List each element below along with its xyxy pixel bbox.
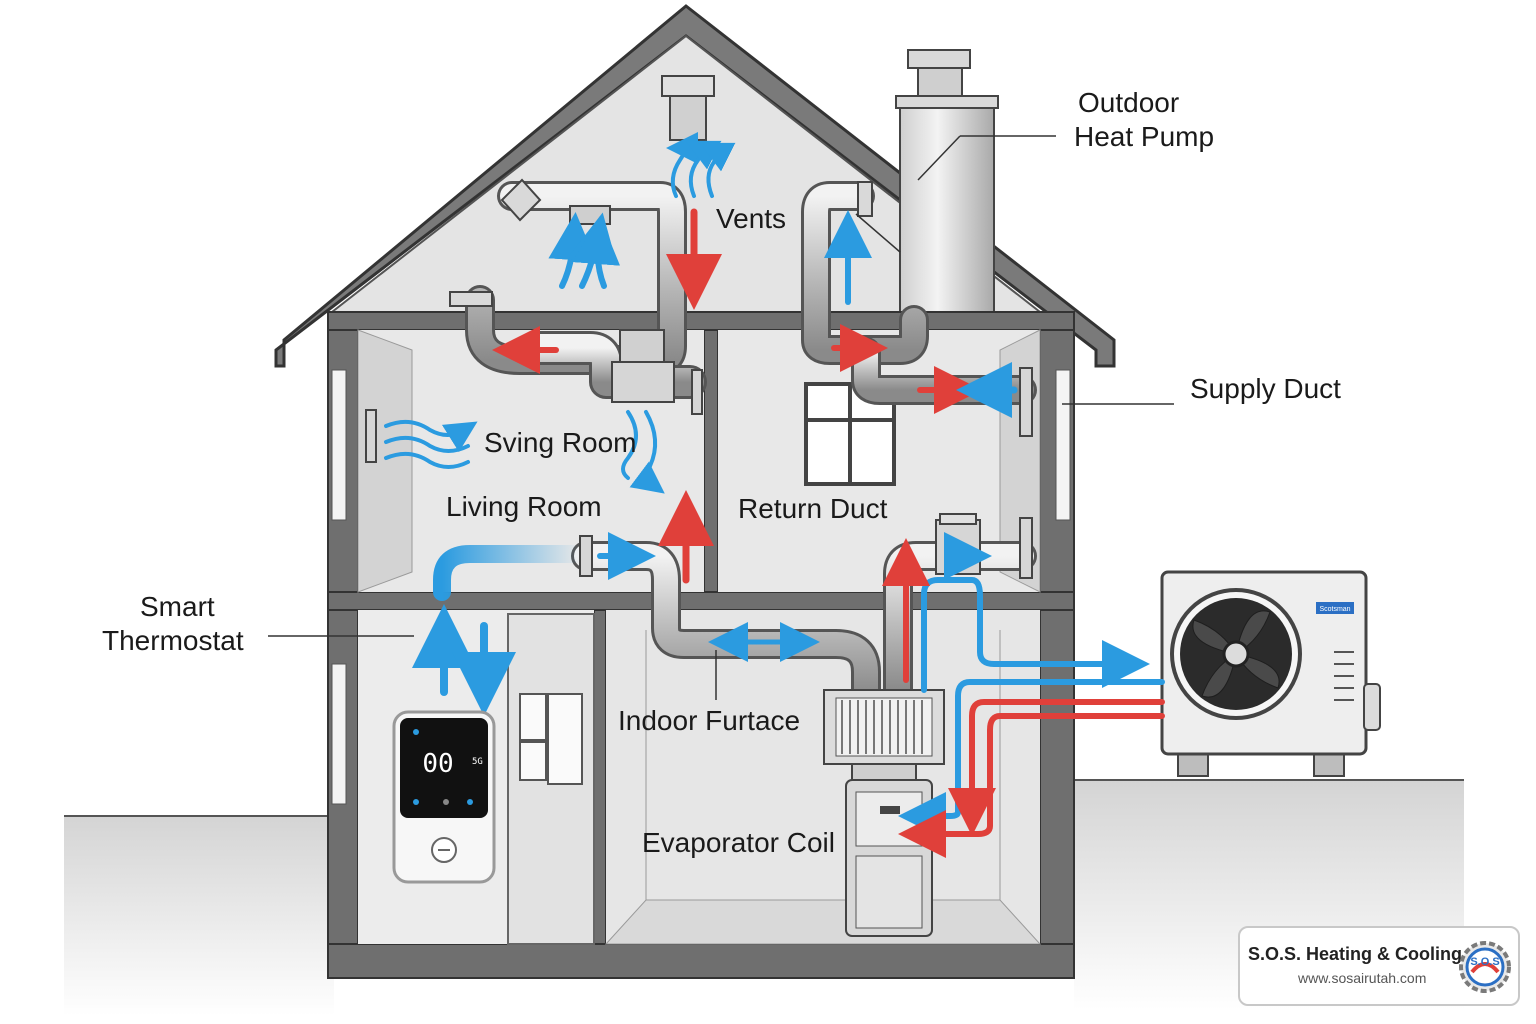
heat-pump-brand-text: Scotsman: [1319, 606, 1350, 613]
brand-logo-flame-icon: [1470, 962, 1500, 974]
living-room-junction: [619, 329, 665, 363]
leader-lines: [268, 135, 1174, 700]
exterior-window-left-upper: [331, 369, 347, 521]
flue-cap: [907, 49, 971, 69]
cabinet-panel-tall: [547, 693, 583, 785]
cabinet-panel-upper: [519, 693, 547, 741]
label-outdoor-line2: Heat Pump: [1074, 121, 1214, 152]
roof-vent-cap: [661, 75, 715, 97]
living-wave-2: [384, 435, 470, 453]
evaporator-coil-fins: [841, 700, 923, 754]
return-tee-cap: [939, 513, 977, 525]
exterior-window-left-lower: [331, 663, 347, 805]
attic-duct-left-fill: [468, 184, 684, 372]
attic-damper: [569, 205, 611, 225]
airflow-arrows: [384, 132, 1018, 716]
house-wall-divider-upper: [703, 329, 719, 593]
furnace-vent-slot: [880, 806, 900, 814]
thermostat-indicator-1: [413, 729, 419, 735]
evaporator-coil-grille: [835, 697, 933, 757]
house-wall-divider-lower: [593, 609, 607, 945]
heat-pump-louvers: [1334, 651, 1354, 701]
attic-duct-right-fill: [804, 184, 926, 362]
attic-register-right: [857, 181, 873, 217]
attic-elbow-intake: [500, 178, 542, 222]
wall-register-return: [1019, 517, 1033, 579]
flue-vent: [917, 67, 963, 99]
basement-floor: [604, 899, 1042, 945]
attic-register-left: [449, 291, 493, 307]
thermostat-display: 00: [422, 749, 453, 779]
label-smart-line1: Smart: [140, 591, 215, 622]
cabinet-panel-lower: [519, 741, 547, 781]
heat-pump-fan-hub: [1222, 640, 1250, 668]
roof-vent-body: [669, 95, 707, 141]
refrigerant-lines: [882, 538, 1165, 858]
wall-register-supply: [1019, 367, 1033, 437]
refrigerant-line-red-inner: [898, 713, 1165, 858]
thermostat-screen: [400, 718, 488, 818]
vent-wave-3: [699, 142, 736, 198]
smart-thermostat-device: 00 5G: [392, 710, 496, 884]
living-curl-1: [621, 410, 638, 480]
leader-outdoor-heat-pump: [917, 135, 961, 181]
wall-register-living-upper: [691, 369, 703, 415]
heat-pump-fan-blades: [1192, 610, 1280, 698]
refrigerant-line-red-outer: [948, 699, 1165, 836]
living-room-tee: [611, 361, 675, 403]
brand-url: www.sosairutah.com: [1298, 970, 1427, 986]
label-vents: Vents: [716, 203, 786, 234]
label-living-room: Living Room: [446, 491, 602, 522]
label-indoor-furtace: Indoor Furtace: [618, 705, 800, 736]
brand-name: S.O.S. Heating & Cooling: [1248, 944, 1463, 964]
thermostat-indicator-3: [443, 799, 449, 805]
brand-card: S.O.S. Heating & Cooling www.sosairutah.…: [1238, 926, 1520, 1006]
living-wave-1: [384, 419, 478, 453]
thermostat-indicator-2: [413, 799, 419, 805]
label-outdoor-line1: Outdoor: [1078, 87, 1179, 118]
wall-register-living-left: [365, 409, 377, 463]
supply-trunk-living-fill: [526, 334, 704, 396]
main-trunk-lower-fill: [574, 544, 878, 706]
label-evaporator-coil: Evaporator Coil: [642, 827, 835, 858]
basement-interior: [606, 610, 1040, 944]
label-smart-line2: Thermostat: [102, 625, 244, 656]
house-floor-attic: [327, 311, 1075, 331]
flue-pipe: [899, 107, 995, 313]
brand-logo-text: S.O.S: [1470, 956, 1499, 968]
attic-up-arrow-3: [572, 216, 621, 289]
exterior-window-right-upper: [1055, 369, 1071, 521]
furnace-panel-upper: [855, 791, 923, 847]
living-curl-2: [629, 410, 665, 494]
floor-supply-sweep: [433, 545, 589, 601]
living-room-side-wall: [357, 329, 413, 593]
thermostat-indicator-4: [467, 799, 473, 805]
brand-logo: S.O.S: [1459, 941, 1511, 993]
heat-pump-side-tab: [1363, 683, 1381, 731]
outdoor-heat-pump-unit: Scotsman: [1160, 570, 1381, 777]
thermostat-small-readout: 5G: [472, 757, 483, 767]
furnace-panel-lower: [855, 855, 923, 929]
supply-duct-branch-fill: [854, 340, 1034, 402]
return-tee: [935, 519, 981, 575]
brand-logo-ring: [1465, 947, 1505, 987]
living-wave-3: [384, 451, 470, 469]
flue-collar: [895, 95, 999, 109]
label-supply-duct: Supply Duct: [1190, 373, 1341, 404]
label-return-duct: Return Duct: [738, 493, 888, 524]
ground-left: [64, 816, 334, 1016]
leader-vent-roof: [855, 213, 901, 253]
vent-wave-1: [666, 132, 699, 198]
label-sving-room: Sving Room: [484, 427, 637, 458]
house-foundation: [327, 943, 1075, 979]
heat-pump-brand-badge: [1316, 602, 1354, 614]
